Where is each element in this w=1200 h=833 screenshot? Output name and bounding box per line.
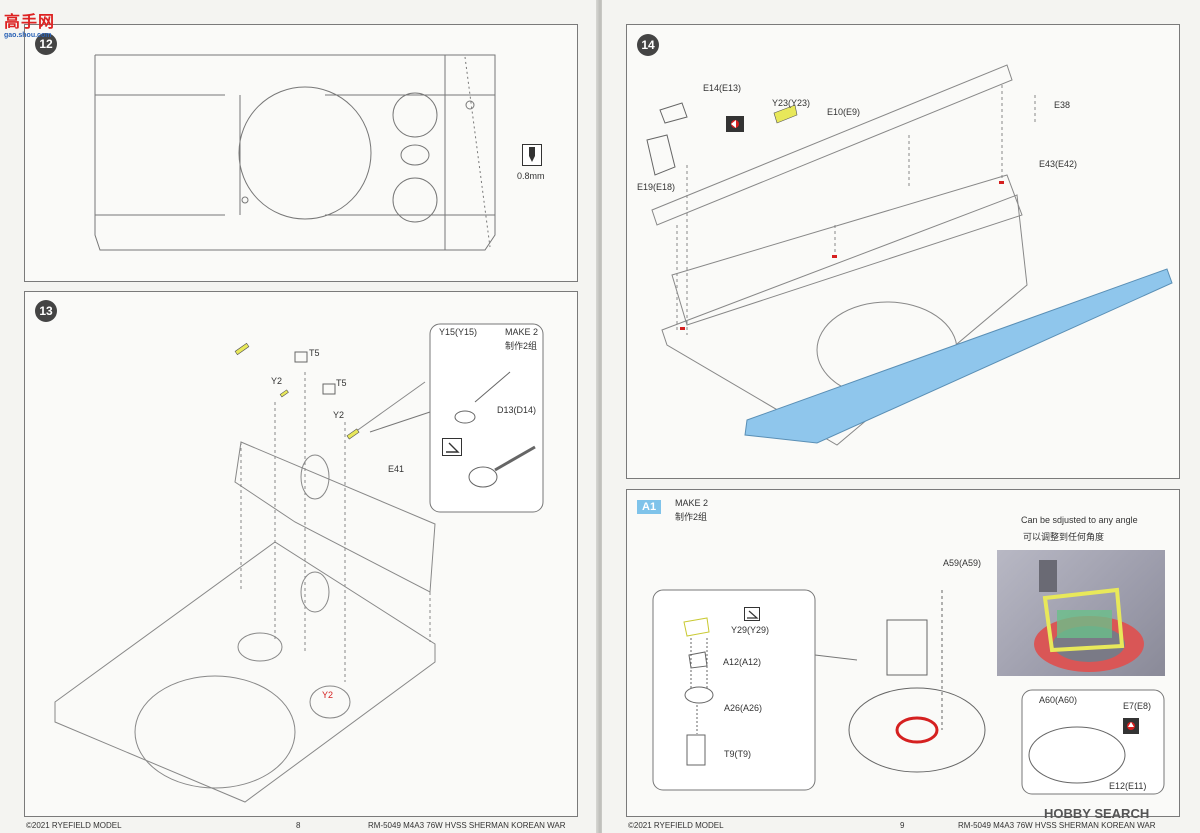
label-e10: E10(E9) <box>827 107 861 117</box>
book-gutter <box>596 0 604 833</box>
label-t5-a: T5 <box>309 348 320 358</box>
a1-glue-icon <box>1123 718 1139 734</box>
label-a60: A60(A60) <box>1039 695 1078 705</box>
label-y2-a: Y2 <box>271 376 283 386</box>
site-watermark: 高手网 gao.shou.com <box>4 8 55 39</box>
label-y2-red: Y2 <box>322 690 334 700</box>
hull-top-drawing <box>94 54 496 251</box>
label-e41: E41 <box>388 464 405 474</box>
label-e7: E7(E8) <box>1123 701 1152 711</box>
a1-make-label: MAKE 2 <box>675 498 709 508</box>
watermark-url: gao.shou.com <box>4 32 52 39</box>
bend-angle-icon <box>442 438 462 456</box>
a1-bend-angle-icon <box>744 607 760 621</box>
label-e19: E19(E18) <box>637 182 676 192</box>
hull-side-step14-drawing <box>646 64 1173 446</box>
inset-make-cn-label: 制作2组 <box>505 341 538 351</box>
step-number-12: 12 <box>35 33 57 55</box>
step-a1-panel: A1 MAKE 2 制作2组 Can be sdjusted to any an… <box>626 489 1180 817</box>
hobby-search-watermark: HOBBY SEARCH <box>1044 806 1150 821</box>
label-e12: E12(E11) <box>1109 781 1147 791</box>
left-footer-brand: ©2021 RYEFIELD MODEL <box>26 821 122 830</box>
left-footer-title: RM-5049 M4A3 76W HVSS SHERMAN KOREAN WAR <box>368 821 566 830</box>
label-a26: A26(A26) <box>724 703 763 713</box>
watermark-title: 高手网 <box>4 14 56 31</box>
label-t9: T9(T9) <box>724 749 751 759</box>
angle-note: Can be sdjusted to any angle <box>1021 515 1138 525</box>
step-13-panel: 13 <box>24 291 578 817</box>
step-number-13: 13 <box>35 300 57 322</box>
hull-side-drawing <box>54 323 544 803</box>
glue-warning-icon <box>726 116 744 132</box>
angle-note-cn: 可以调整到任何角度 <box>1023 532 1105 542</box>
step-12-panel: 12 0.8mm <box>24 24 578 282</box>
left-page-number: 8 <box>296 821 301 830</box>
inset-d13-label: D13(D14) <box>497 405 537 415</box>
label-y23: Y23(Y23) <box>772 98 811 108</box>
label-y29: Y29(Y29) <box>731 625 770 635</box>
hatch-photo <box>997 550 1165 676</box>
label-a59: A59(A59) <box>943 558 982 568</box>
right-footer-title: RM-5049 M4A3 76W HVSS SHERMAN KOREAN WAR <box>958 821 1156 830</box>
right-page-number: 9 <box>900 821 905 830</box>
a1-inset-bubble <box>652 589 1165 795</box>
step-number-14: 14 <box>637 34 659 56</box>
step-14-panel: 14 <box>626 24 1180 479</box>
label-t5-b: T5 <box>336 378 347 388</box>
right-page: 14 <box>602 0 1200 833</box>
a1-make-cn-label: 制作2组 <box>675 512 708 522</box>
label-e14: E14(E13) <box>703 83 742 93</box>
right-footer-brand: ©2021 RYEFIELD MODEL <box>628 821 724 830</box>
drill-size-label: 0.8mm <box>517 171 545 181</box>
label-e43: E43(E42) <box>1039 159 1078 169</box>
label-y2-b: Y2 <box>333 410 345 420</box>
label-a12: A12(A12) <box>723 657 762 667</box>
left-page: 12 0.8mm 13 <box>0 0 598 833</box>
inset-y15-label: Y15(Y15) <box>439 327 478 337</box>
drill-bit-icon <box>522 144 542 166</box>
label-e38: E38 <box>1054 100 1071 110</box>
inset-make-label: MAKE 2 <box>505 327 539 337</box>
step-a1-badge: A1 <box>637 500 662 514</box>
